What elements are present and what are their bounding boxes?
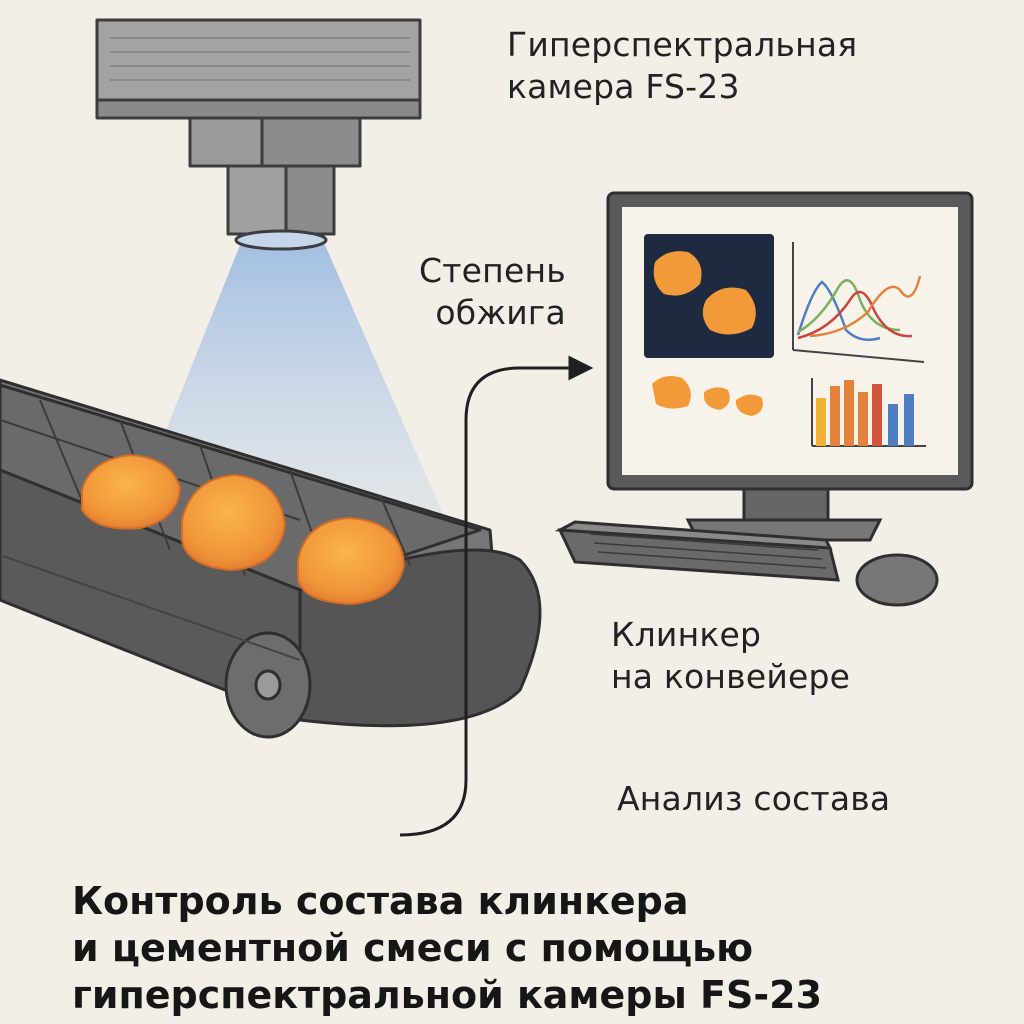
analysis-label: Анализ состава (617, 779, 891, 818)
clinker-label-line-2: на конвейере (611, 657, 851, 696)
hyperspectral-camera-icon (95, 18, 422, 251)
page-title-line-1: Контроль состава клинкера (72, 879, 689, 923)
flow-arrow-icon (399, 355, 594, 837)
camera-label: Гиперспектральная камера FS-23 (507, 24, 857, 108)
camera-label-line-2: камера FS-23 (507, 67, 740, 106)
clinker-label-line-1: Клинкер (611, 615, 762, 654)
page-title: Контроль состава клинкера и цементной см… (72, 878, 822, 1019)
camera-label-line-1: Гиперспектральная (507, 25, 858, 64)
keyboard-icon (554, 520, 840, 582)
clinker-lump-icon (81, 453, 406, 606)
page-title-line-3: гиперспектральной камеры FS-23 (72, 973, 823, 1017)
burn-degree-line-2: обжига (435, 293, 566, 332)
mouse-icon (855, 553, 939, 607)
clinker-label: Клинкер на конвейере (611, 614, 850, 698)
computer-monitor-icon (606, 191, 974, 542)
burn-degree-line-1: Степень (419, 251, 566, 290)
burn-degree-label: Степень обжига (419, 250, 566, 334)
page-title-line-2: и цементной смеси с помощью (72, 926, 754, 970)
